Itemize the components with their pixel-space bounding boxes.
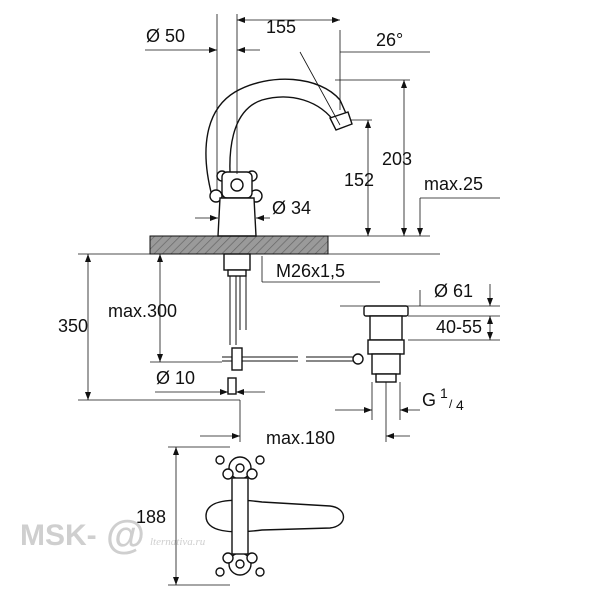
watermark-brand: MSK- xyxy=(20,519,97,552)
label-max300: max.300 xyxy=(108,301,177,321)
label-g-frac-slash: / xyxy=(449,397,453,411)
drain-assembly xyxy=(352,305,409,383)
label-thread: M26x1,5 xyxy=(276,261,345,281)
watermark-domain: lternativa.ru xyxy=(150,536,206,548)
label-dia-10: Ø 10 xyxy=(156,368,195,388)
faucet-body xyxy=(205,78,354,395)
label-203: 203 xyxy=(382,149,412,169)
dimension-lines xyxy=(78,14,500,586)
countertop xyxy=(149,235,329,255)
label-350: 350 xyxy=(58,316,88,336)
label-dia-50: Ø 50 xyxy=(146,26,185,46)
label-angle-26: 26° xyxy=(376,30,403,50)
faucet-top-view xyxy=(205,455,345,577)
label-max180: max.180 xyxy=(266,428,335,448)
label-g-frac-den: 4 xyxy=(456,397,464,413)
label-40-55: 40-55 xyxy=(436,317,482,337)
label-g-frac-num: 1 xyxy=(440,385,448,401)
label-dia-34: Ø 34 xyxy=(272,198,311,218)
dimension-labels: Ø 50 155 26° 203 152 max.25 Ø 34 M26x1,5… xyxy=(58,17,483,527)
watermark: MSK- @ lternativa.ru xyxy=(20,513,206,557)
label-155: 155 xyxy=(266,17,296,37)
watermark-at: @ xyxy=(106,513,145,557)
label-max25: max.25 xyxy=(424,174,483,194)
label-188: 188 xyxy=(136,507,166,527)
label-152: 152 xyxy=(344,170,374,190)
label-g: G xyxy=(422,390,436,410)
label-dia-61: Ø 61 xyxy=(434,281,473,301)
